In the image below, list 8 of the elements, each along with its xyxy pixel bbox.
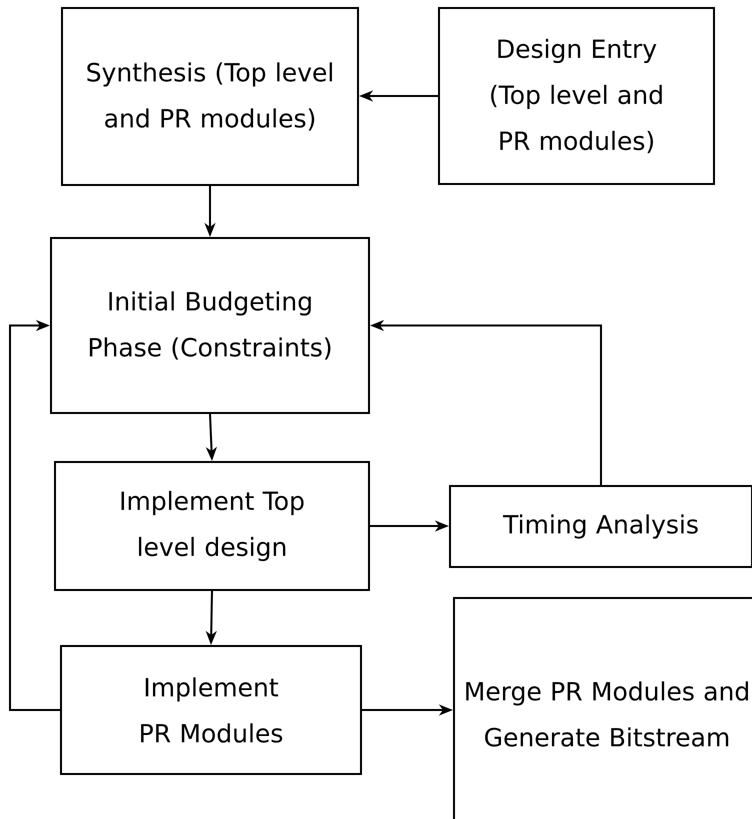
process-box: Implement Top level design <box>54 461 370 591</box>
arrow <box>9 320 60 711</box>
process-box: Synthesis (Top level and PR modules) <box>61 7 359 186</box>
process-box: Initial Budgeting Phase (Constraints) <box>50 237 370 414</box>
process-box: Implement PR Modules <box>60 645 362 775</box>
process-box: Merge PR Modules and Generate Bitstream <box>453 597 752 819</box>
process-box: Timing Analysis <box>449 485 752 568</box>
process-box: Design Entry (Top level and PR modules) <box>438 7 715 185</box>
